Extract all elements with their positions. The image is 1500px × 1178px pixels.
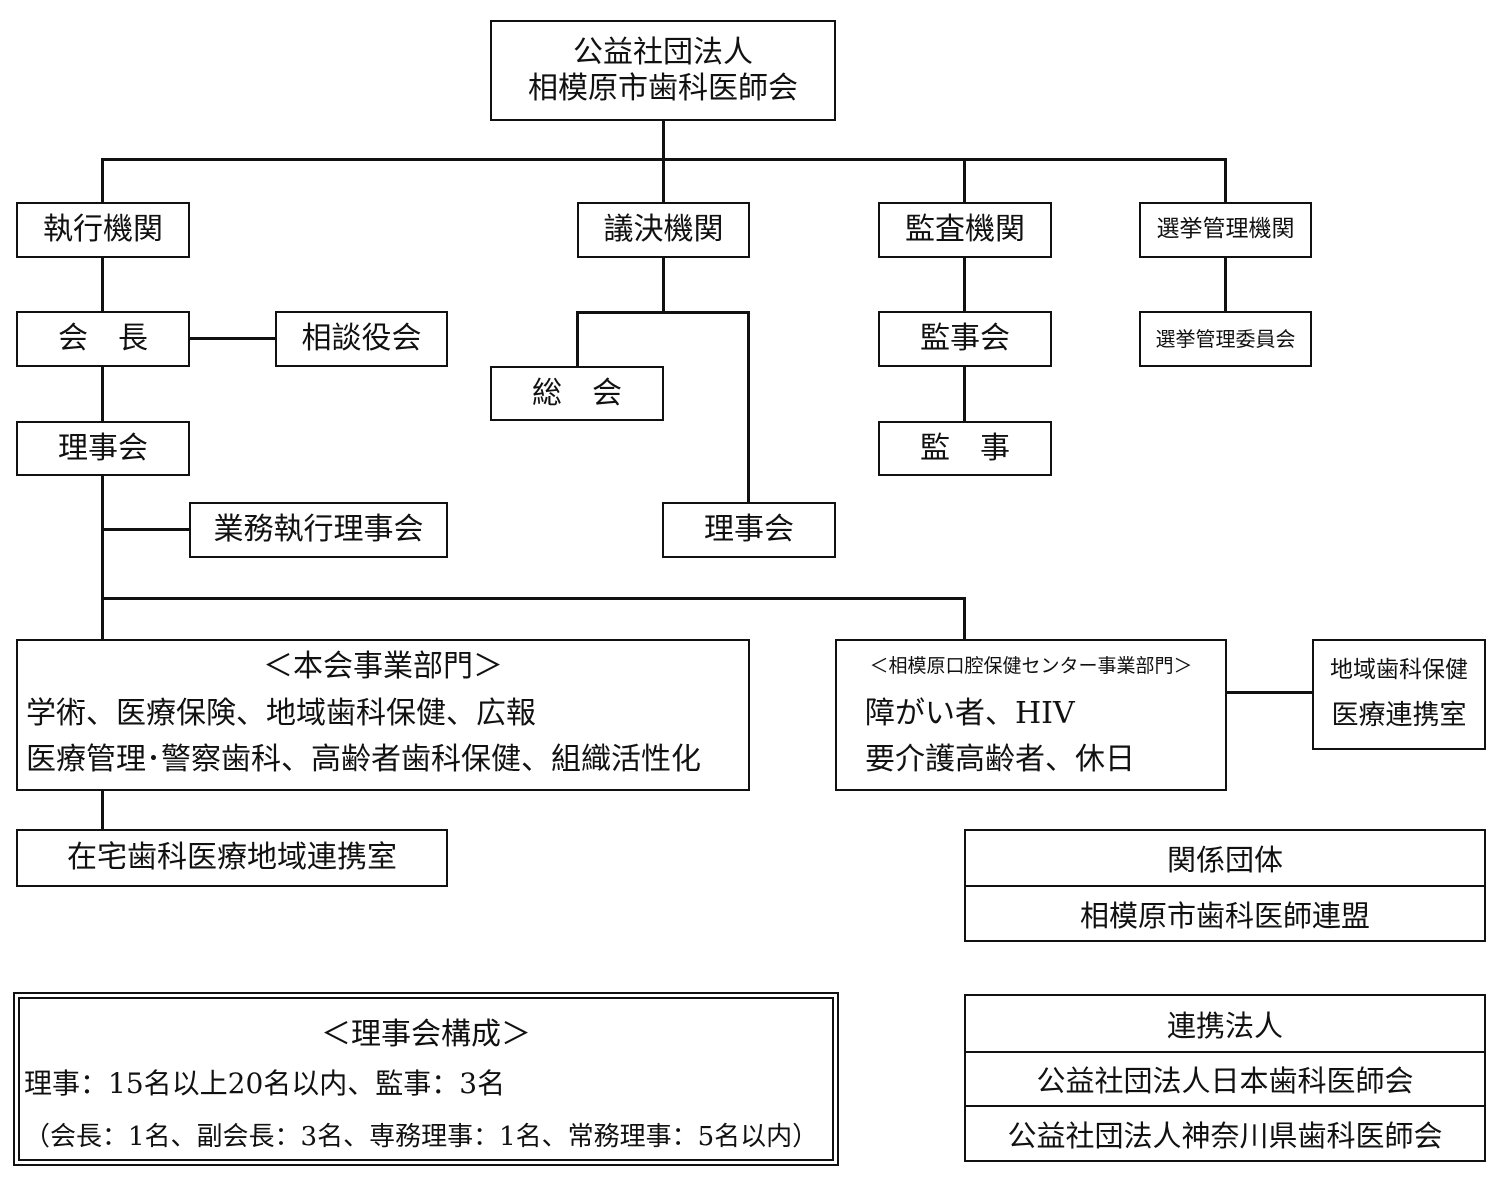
connector-deliberative-down — [662, 256, 665, 313]
general-meeting-box: 総 会 — [490, 366, 664, 421]
connector-center-division — [963, 597, 966, 640]
connector-board-business — [101, 528, 190, 531]
root-organization-box: 公益社団法人 相模原市歯科医師会 — [490, 20, 836, 121]
related-orgs-header: 関係団体 — [966, 831, 1484, 887]
partner-org-item: 公益社団法人神奈川県歯科医師会 — [1007, 1118, 1443, 1153]
connector-election-committee — [1224, 256, 1227, 312]
connector-deliberative — [662, 158, 665, 203]
board-composition-box: ＜理事会構成＞ 理事：15名以上20名以内、監事：3名 （会長：1名、副会長：3… — [13, 992, 839, 1166]
main-division-title: ＜本会事業部門＞ — [263, 649, 503, 684]
center-division-box: ＜相模原口腔保健センター事業部門＞ 障がい者、HIV 要介護高齢者、休日 — [835, 639, 1227, 791]
connector-center-regional — [1225, 691, 1313, 694]
deliberative-organ-box: 議決機関 — [577, 202, 750, 258]
related-org-item: 相模原市歯科医師連盟 — [1079, 898, 1370, 933]
connector-president-advisors — [188, 337, 276, 340]
connector-president-board — [101, 365, 104, 422]
board-composition-title: ＜理事会構成＞ — [321, 1017, 531, 1052]
connector-election — [1224, 158, 1227, 203]
connector-deliberative-board — [747, 311, 750, 503]
audit-organ-box: 監査機関 — [878, 202, 1052, 258]
main-division-box: ＜本会事業部門＞ 学術、医療保険、地域歯科保健、広報 医療管理･警察歯科、高齢者… — [16, 639, 750, 791]
auditor-box: 監 事 — [878, 421, 1052, 476]
connector-deliberative-split — [576, 311, 750, 314]
center-division-line2: 要介護高齢者、休日 — [865, 742, 1135, 777]
connector-main-homecare — [101, 789, 104, 830]
connector-auditors-auditor — [963, 365, 966, 422]
main-division-line1: 学術、医療保険、地域歯科保健、広報 — [26, 696, 536, 731]
auditors-board-box: 監事会 — [878, 311, 1052, 367]
home-care-office-box: 在宅歯科医療地域連携室 — [16, 829, 448, 887]
regional-office-box: 地域歯科保健 医療連携室 — [1312, 639, 1486, 750]
partner-orgs-table: 連携法人 公益社団法人日本歯科医師会 公益社団法人神奈川県歯科医師会 — [964, 994, 1486, 1162]
main-division-line2: 医療管理･警察歯科、高齢者歯科保健、組織活性化 — [26, 742, 701, 777]
advisors-box: 相談役会 — [275, 311, 448, 367]
root-name-line2: 相模原市歯科医師会 — [528, 70, 798, 106]
center-division-line1: 障がい者、HIV — [865, 696, 1075, 731]
regional-office-line2: 医療連携室 — [1331, 699, 1467, 731]
connector-division-bus — [101, 597, 966, 600]
related-orgs-table: 関係団体 相模原市歯科医師連盟 — [964, 829, 1486, 942]
board-composition-line2: （会長：1名、副会長：3名、専務理事：1名、常務理事：5名以内） — [24, 1122, 819, 1152]
election-organ-box: 選挙管理機関 — [1139, 202, 1312, 258]
deliberative-board-box: 理事会 — [662, 502, 836, 558]
connector-executive — [101, 158, 104, 203]
partner-orgs-header: 連携法人 — [966, 996, 1484, 1053]
connector-board-trunk — [101, 474, 104, 640]
root-name-line1: 公益社団法人 — [573, 34, 753, 70]
partner-org-item: 公益社団法人日本歯科医師会 — [966, 1053, 1484, 1107]
connector-audit-board — [963, 256, 966, 312]
connector-audit — [963, 158, 966, 203]
business-board-box: 業務執行理事会 — [189, 502, 448, 558]
election-committee-box: 選挙管理委員会 — [1139, 311, 1312, 367]
executive-organ-box: 執行機関 — [16, 202, 190, 258]
president-box: 会 長 — [16, 311, 190, 367]
regional-office-line1: 地域歯科保健 — [1330, 656, 1468, 683]
connector-general-meeting — [576, 311, 579, 367]
center-division-title: ＜相模原口腔保健センター事業部門＞ — [869, 655, 1193, 677]
board-box: 理事会 — [16, 421, 190, 476]
connector-root-down — [662, 119, 665, 161]
board-composition-line1: 理事：15名以上20名以内、監事：3名 — [24, 1067, 506, 1100]
connector-executive-president — [101, 256, 104, 312]
